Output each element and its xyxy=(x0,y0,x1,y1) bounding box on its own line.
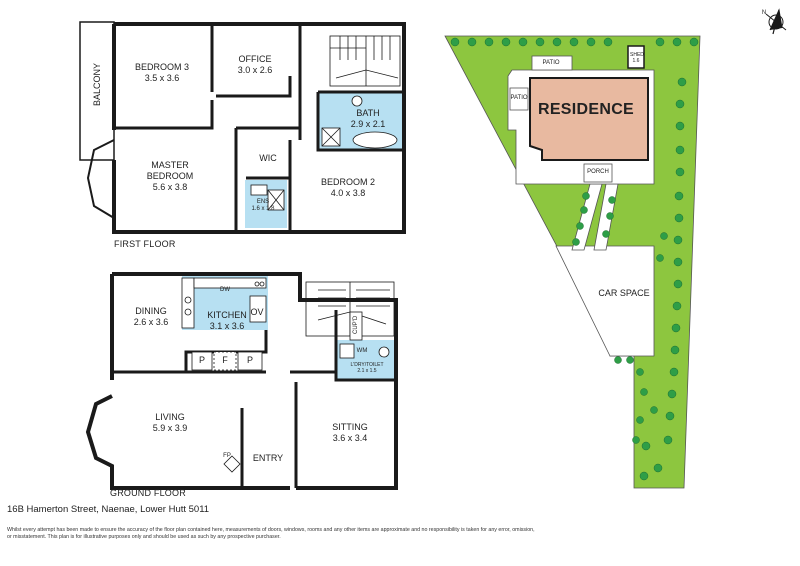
residence-building xyxy=(529,77,649,161)
laundry-fixtures xyxy=(339,311,390,359)
living-name: LIVING xyxy=(155,412,185,422)
laundry-name: L'DRY/TOILET xyxy=(350,362,384,368)
balcony-label: BALCONY xyxy=(92,62,102,106)
dishwasher-label: DW xyxy=(220,287,230,293)
patio-side-label: PATIO xyxy=(510,95,528,101)
pantry-p1-label: P xyxy=(198,355,206,365)
wic-label: WIC xyxy=(259,153,277,163)
pantry-p2-label: P xyxy=(246,355,254,365)
car-space-area xyxy=(555,245,655,357)
pantry-f-label: F xyxy=(222,355,228,365)
dining-dims: 2.6 x 3.6 xyxy=(133,317,169,327)
bedroom3-name: BEDROOM 3 xyxy=(134,62,190,72)
first-floor-title: FIRST FLOOR xyxy=(114,239,176,249)
office-dims: 3.0 x 2.6 xyxy=(237,65,273,75)
master-name-line1: MASTER xyxy=(151,160,189,170)
bedroom3-dims: 3.5 x 3.6 xyxy=(144,73,180,83)
fireplace-label: FP xyxy=(223,453,231,459)
bath-dims: 2.9 x 2.1 xyxy=(350,119,386,129)
washing-machine-label: WM xyxy=(356,348,368,354)
sitting-dims: 3.6 x 3.4 xyxy=(332,433,368,443)
patio-top-label: PATIO xyxy=(542,60,560,66)
porch-label: PORCH xyxy=(587,169,609,175)
fireplace xyxy=(223,455,241,473)
bedroom2-name: BEDROOM 2 xyxy=(320,177,376,187)
compass-icon xyxy=(765,8,787,35)
compass-north-label: N xyxy=(761,10,767,16)
master-dims: 5.6 x 3.8 xyxy=(152,182,188,192)
entry-label: ENTRY xyxy=(252,453,284,463)
ensuite-dims: 1.6 x 1.8 xyxy=(251,206,275,212)
ensuite-name: ENS xyxy=(256,199,270,205)
kitchen-counter xyxy=(181,277,267,329)
pantry-units xyxy=(191,351,263,371)
sitting-name: SITTING xyxy=(332,422,368,432)
shed-label: SHED 1.6 xyxy=(630,52,644,64)
bath-name: BATH xyxy=(356,108,380,118)
dining-name: DINING xyxy=(135,306,167,316)
ground-floor-plan xyxy=(85,272,398,490)
cupboard-label: CUP'D xyxy=(353,315,359,334)
bath-fixtures xyxy=(250,95,398,211)
stairs-first-floor xyxy=(329,35,401,87)
master-name-line2: BEDROOM xyxy=(146,171,194,181)
disclaimer-text: Whilst every attempt has been made to en… xyxy=(7,527,535,540)
car-space-label: CAR SPACE xyxy=(598,288,650,298)
trees xyxy=(450,37,699,481)
kitchen-dims: 3.1 x 3.6 xyxy=(209,321,245,331)
ground-floor-title: GROUND FLOOR xyxy=(110,488,186,498)
oven-label: OV xyxy=(250,307,264,317)
laundry-dims: 2.1 x 1.5 xyxy=(357,368,377,374)
office-name: OFFICE xyxy=(238,54,272,64)
kitchen-name: KITCHEN xyxy=(207,310,247,320)
residence-label: RESIDENCE xyxy=(537,101,635,118)
site-plan xyxy=(444,35,701,489)
property-address: 16B Hamerton Street, Naenae, Lower Hutt … xyxy=(7,504,210,515)
living-dims: 5.9 x 3.9 xyxy=(152,423,188,433)
bedroom2-dims: 4.0 x 3.8 xyxy=(330,188,366,198)
